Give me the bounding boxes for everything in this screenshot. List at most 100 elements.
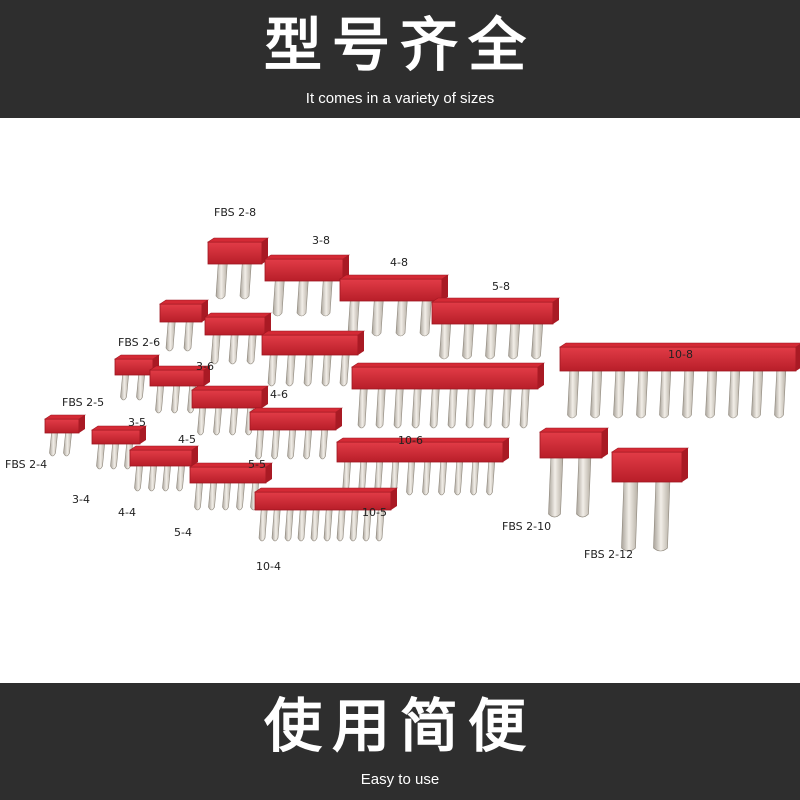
pin (239, 259, 252, 300)
pin (319, 425, 329, 460)
label-10-5: 10-5 (362, 506, 387, 519)
pin (393, 384, 404, 429)
pin (339, 350, 350, 387)
red-side (204, 366, 210, 386)
pin (483, 384, 494, 429)
label-4-4: 4-4 (118, 506, 136, 519)
header-banner: 型号齐全 It comes in a variety of sizes (0, 0, 800, 118)
pin (567, 366, 580, 419)
red-side (796, 344, 800, 371)
red-top (207, 237, 269, 243)
pin (621, 477, 639, 552)
red-body (91, 429, 141, 445)
red-top (44, 414, 86, 420)
red-side (503, 438, 509, 462)
pin (120, 370, 130, 401)
pin (375, 505, 385, 542)
pin (176, 461, 186, 492)
pin (411, 384, 422, 429)
pin (454, 457, 464, 496)
pin (272, 276, 285, 317)
jumper-fbs-2-6 (159, 299, 209, 352)
pin (134, 461, 144, 492)
red-top (191, 385, 269, 391)
label-fbs-2-12: FBS 2-12 (584, 548, 633, 561)
pin (375, 384, 386, 429)
label-fbs-2-10: FBS 2-10 (502, 520, 551, 533)
red-body (351, 366, 539, 390)
red-body (431, 301, 554, 325)
jumper-10-4 (254, 487, 398, 542)
pin (613, 366, 626, 419)
pin (210, 330, 221, 365)
pin (197, 403, 207, 436)
label-10-6: 10-6 (398, 434, 423, 447)
red-body (129, 449, 193, 467)
pin (303, 350, 314, 387)
pin (422, 457, 432, 496)
red-top (264, 254, 350, 260)
pin (519, 384, 530, 429)
label-3-8: 3-8 (312, 234, 330, 247)
pin (297, 505, 307, 542)
red-side (265, 313, 271, 335)
pin (429, 384, 440, 429)
red-top (336, 437, 510, 443)
red-side (391, 488, 397, 510)
pin (171, 381, 181, 414)
label-fbs-2-6: FBS 2-6 (118, 336, 160, 349)
red-top (261, 330, 365, 336)
pin (774, 366, 787, 419)
pin (531, 319, 544, 360)
pin (110, 439, 120, 470)
red-side (442, 275, 448, 301)
pin (284, 505, 294, 542)
pin (508, 319, 521, 360)
pin (371, 296, 384, 337)
red-side (553, 298, 559, 324)
pin (636, 366, 649, 419)
pin (751, 366, 764, 419)
footer-banner: 使用简便 Easy to use (0, 683, 800, 800)
pin (728, 366, 741, 419)
label-fbs-2-5: FBS 2-5 (62, 396, 104, 409)
jumper-fbs-2-4 (44, 414, 86, 457)
pin (285, 350, 296, 387)
pin (246, 330, 257, 365)
pin (362, 505, 372, 542)
jumper-fbs-2-8 (207, 237, 269, 300)
pin (255, 425, 265, 460)
pin (590, 366, 603, 419)
red-body (191, 389, 263, 409)
label-3-6: 3-6 (196, 360, 214, 373)
pin (576, 453, 592, 518)
pin (659, 366, 672, 419)
red-top (351, 362, 545, 368)
red-side (343, 255, 349, 281)
label-fbs-2-8: FBS 2-8 (214, 206, 256, 219)
label-5-4: 5-4 (174, 526, 192, 539)
jumper-4-6 (261, 330, 365, 387)
red-side (262, 238, 268, 264)
pin (438, 457, 448, 496)
red-top (339, 274, 449, 280)
label-5-8: 5-8 (492, 280, 510, 293)
pin (465, 384, 476, 429)
red-top (114, 354, 160, 360)
jumper-10-6 (351, 362, 545, 429)
red-side (262, 386, 268, 408)
pin (136, 370, 146, 401)
pin (320, 276, 333, 317)
red-top (611, 447, 689, 453)
red-body (539, 431, 603, 459)
red-side (682, 448, 688, 482)
pin (470, 457, 480, 496)
label-4-6: 4-6 (270, 388, 288, 401)
pin (406, 457, 416, 496)
red-top (559, 342, 800, 348)
jumper-3-8 (264, 254, 350, 317)
red-side (602, 428, 608, 458)
pin (357, 384, 368, 429)
